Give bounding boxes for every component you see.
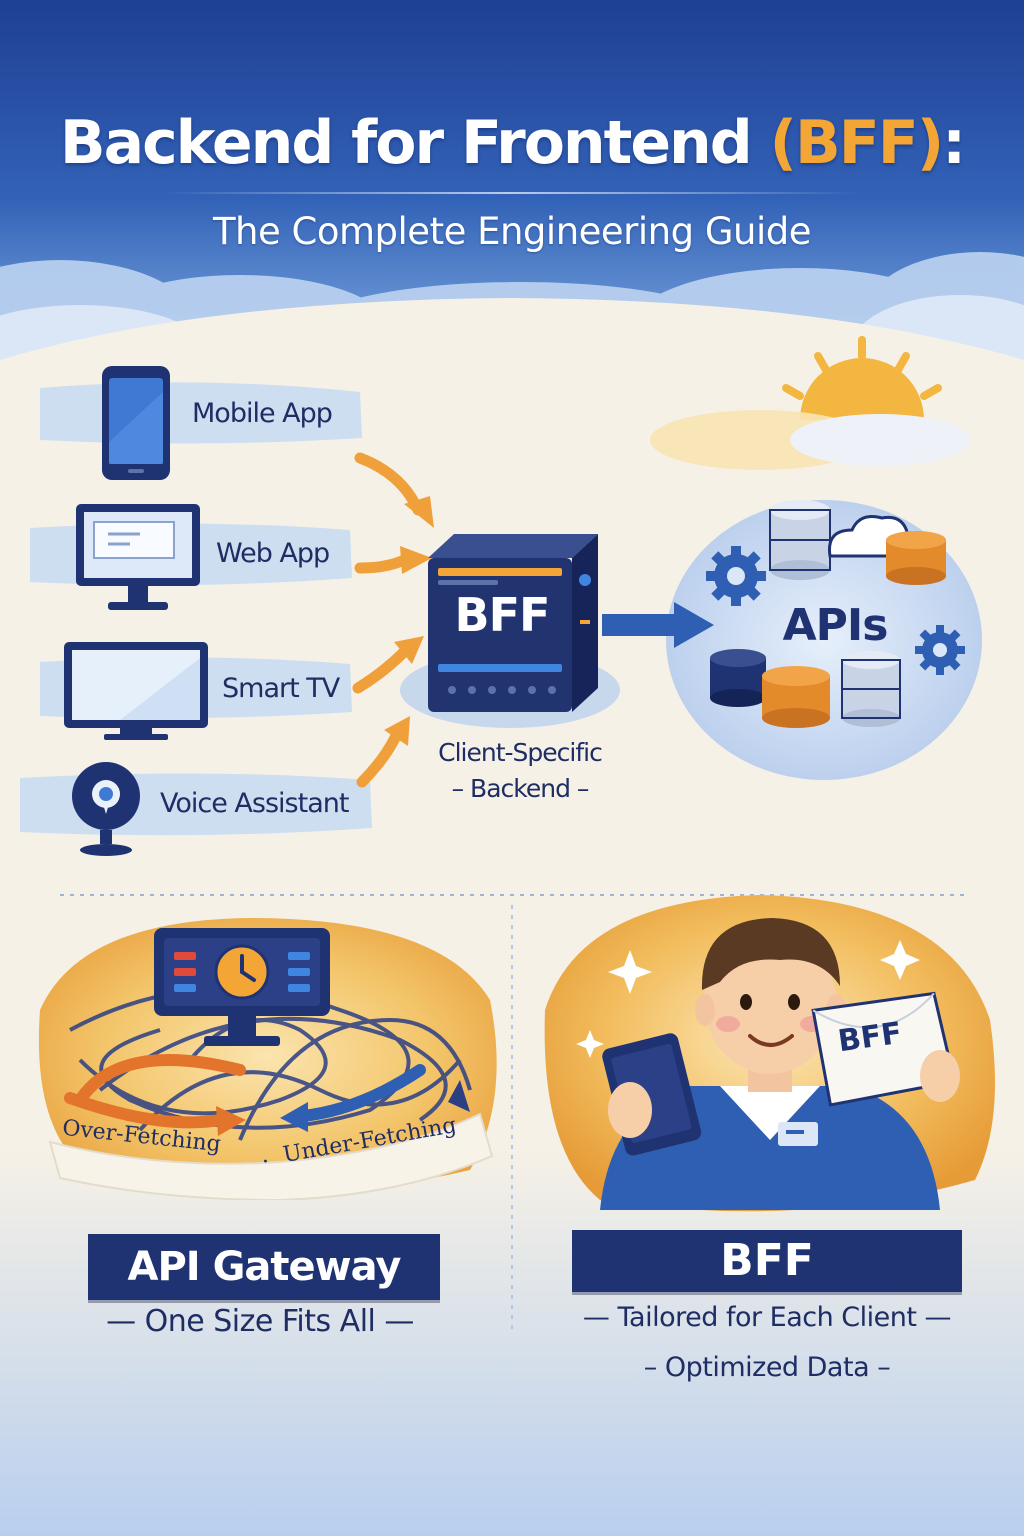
client-to-bff-arrows bbox=[352, 452, 434, 788]
gear-icon-2 bbox=[915, 625, 965, 675]
bff-subtitle-2: – Optimized Data – bbox=[643, 1352, 891, 1383]
page-subtitle: The Complete Engineering Guide bbox=[212, 210, 812, 253]
bff-server-icon bbox=[428, 534, 598, 712]
database-icon bbox=[769, 500, 831, 580]
smart-speaker-icon bbox=[72, 762, 140, 856]
ribbon-banner bbox=[48, 1112, 494, 1200]
clock-icon bbox=[214, 944, 270, 1000]
title-divider bbox=[160, 192, 860, 194]
client-label-voice: Voice Assistant bbox=[160, 788, 349, 819]
bff-subtitle-1: — Tailored for Each Client — bbox=[582, 1302, 952, 1333]
bff-caption-line2-text: Backend bbox=[470, 774, 571, 803]
bff-caption-line1: Client-Specific bbox=[438, 738, 603, 767]
bff-to-apis-arrow bbox=[602, 602, 714, 648]
bff-caption-line2: – Backend – bbox=[451, 774, 590, 803]
title-text: Backend for Frontend bbox=[59, 108, 770, 178]
tangled-requests-illustration bbox=[64, 928, 472, 1141]
client-label-mobile: Mobile App bbox=[192, 398, 333, 429]
apis-label: APIs bbox=[782, 600, 889, 651]
bff-subtitle-2-text: Optimized Data bbox=[664, 1352, 870, 1383]
desktop-monitor-icon bbox=[76, 504, 200, 610]
api-gateway-subtitle-text: One Size Fits All bbox=[144, 1304, 376, 1339]
bff-subtitle-1-text: Tailored for Each Client bbox=[617, 1302, 917, 1333]
title-colon: : bbox=[942, 108, 966, 178]
gear-icon bbox=[706, 546, 766, 606]
title-accent: (BFF) bbox=[769, 108, 945, 178]
api-gateway-subtitle: — One Size Fits All — bbox=[106, 1304, 414, 1339]
client-label-tv: Smart TV bbox=[222, 673, 340, 704]
apis-cluster bbox=[706, 500, 965, 728]
bff-server-label: BFF bbox=[454, 588, 551, 642]
developer-illustration bbox=[576, 918, 960, 1210]
page-title: Backend for Frontend (BFF): bbox=[0, 108, 1024, 178]
api-gateway-banner: API Gateway bbox=[88, 1234, 440, 1300]
tv-icon bbox=[64, 642, 208, 740]
smartphone-icon bbox=[102, 366, 170, 480]
tag-separator: · bbox=[262, 1150, 269, 1175]
bff-banner: BFF bbox=[572, 1230, 962, 1292]
client-label-web: Web App bbox=[216, 538, 330, 569]
